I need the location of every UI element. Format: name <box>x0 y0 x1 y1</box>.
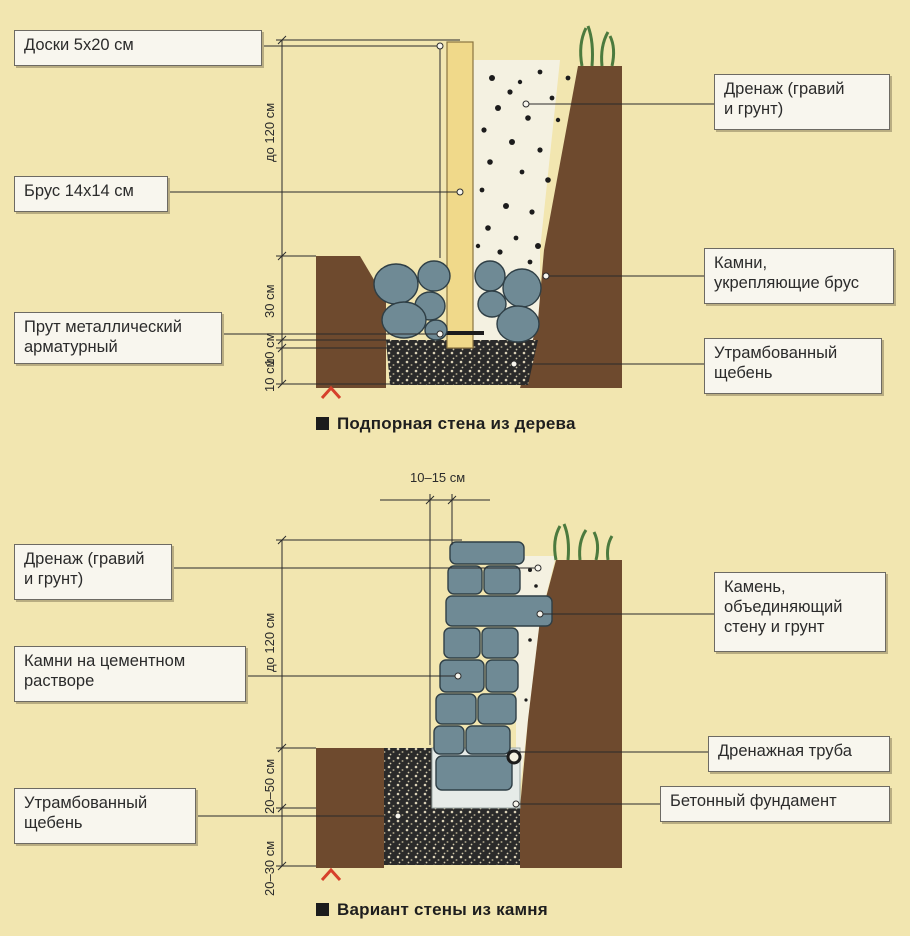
stone-soil-left <box>316 748 384 868</box>
label-beam: Брус 14х14 см <box>14 176 168 212</box>
stone-wall-section <box>172 494 714 882</box>
label-boards: Доски 5х20 см <box>14 30 262 66</box>
label-wood-gravel: Утрамбованный щебень <box>704 338 882 394</box>
label-metal-rod: Прут металлический арматурный <box>14 312 222 364</box>
dim-stone-width: 10–15 см <box>410 470 466 485</box>
wood-gravel-base <box>386 340 538 385</box>
stone-drainage-pebbles <box>524 568 538 702</box>
wood-leader-lines <box>168 45 714 365</box>
label-reinforcing-stones: Камни, укрепляющие брус <box>704 248 894 304</box>
wood-leader-dots <box>436 42 550 368</box>
wood-stones-left <box>373 260 451 341</box>
dim-wood-base: 10 см <box>262 358 277 392</box>
stone-ground-marker <box>320 867 342 882</box>
label-tie-stone: Камень, объединяющий стену и грунт <box>714 572 886 652</box>
stone-wall-caption-text: Вариант стены из камня <box>337 900 548 919</box>
caption-square-icon <box>316 903 329 916</box>
label-stone-drainage: Дренаж (гравий и грунт) <box>14 544 172 600</box>
dim-stone-height: до 120 см <box>262 612 277 672</box>
wood-ground-marker <box>320 385 342 400</box>
label-mortar-stones: Камни на цементном растворе <box>14 646 246 702</box>
wood-metal-rod <box>440 331 484 335</box>
stone-leader-dots <box>394 564 544 820</box>
wood-wall-caption-text: Подпорная стена из дерева <box>337 414 576 433</box>
label-drainage-pipe: Дренажная труба <box>708 736 890 772</box>
stone-wall-blocks <box>433 541 553 791</box>
stone-grass <box>553 523 614 561</box>
wood-wall-section <box>168 25 714 400</box>
wood-wall-caption: Подпорная стена из дерева <box>316 414 576 434</box>
stone-dimension-lines <box>276 494 490 871</box>
dim-wood-depth: 30 см <box>262 284 277 318</box>
label-stone-gravel: Утрамбованный щебень <box>14 788 196 844</box>
label-wood-drainage: Дренаж (гравий и грунт) <box>714 74 890 130</box>
stone-drainage-pipe <box>506 749 522 765</box>
dim-stone-base: 20–30 см <box>262 840 277 896</box>
wood-soil-right <box>520 66 622 388</box>
stone-gravel-trench <box>384 748 520 865</box>
caption-square-icon <box>316 417 329 430</box>
stone-soil-right <box>520 560 622 868</box>
wood-dimension-lines <box>276 35 460 389</box>
wood-drainage-pebbles <box>475 69 571 265</box>
wood-stones-right <box>474 260 542 343</box>
label-concrete-foundation: Бетонный фундамент <box>660 786 890 822</box>
wood-soil-left <box>316 256 386 388</box>
wood-grass <box>579 25 616 67</box>
dim-stone-foundation: 20–50 см <box>262 758 277 814</box>
stone-wall-caption: Вариант стены из камня <box>316 900 548 920</box>
stone-leader-lines <box>172 567 714 817</box>
dim-wood-height: до 120 см <box>262 102 277 162</box>
